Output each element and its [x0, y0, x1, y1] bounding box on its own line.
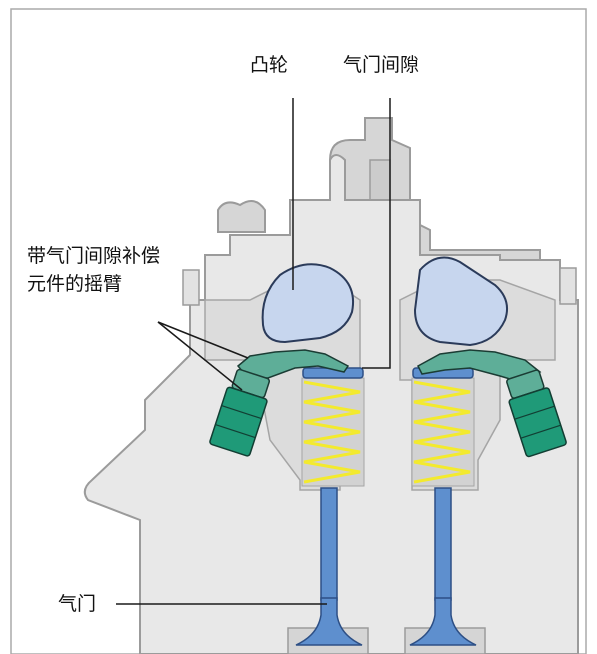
label-cam: 凸轮	[250, 53, 288, 77]
label-valve: 气门	[58, 592, 96, 616]
label-rocker-arm-line2: 元件的摇臂	[27, 272, 122, 296]
boss-right	[560, 268, 576, 304]
label-valve-clearance: 气门间隙	[343, 53, 419, 77]
label-rocker-arm-line1: 带气门间隙补偿	[27, 244, 160, 268]
rear-bolt-left	[218, 201, 265, 232]
boss-left	[183, 270, 199, 305]
